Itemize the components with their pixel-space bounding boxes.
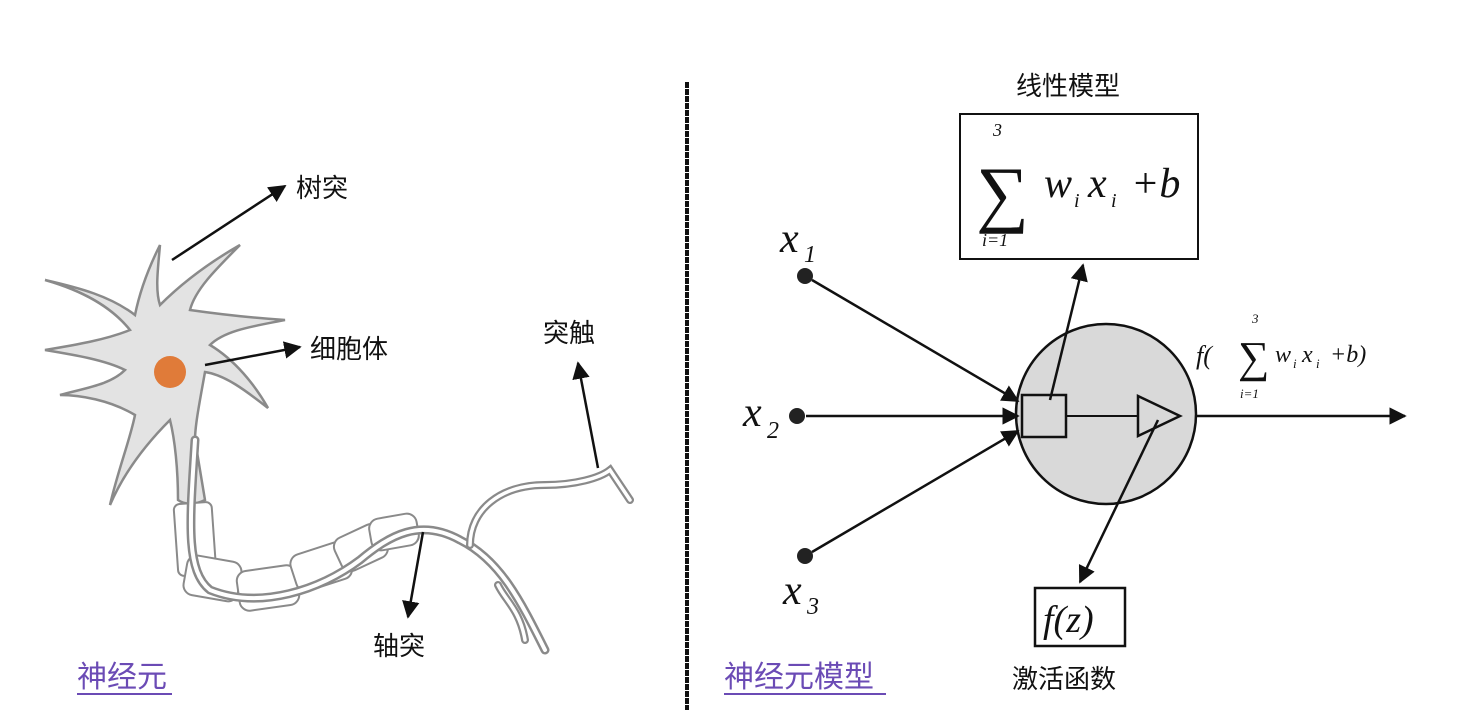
svg-text:3: 3 <box>1251 311 1259 326</box>
model-caption: 神经元模型 <box>724 660 874 695</box>
svg-text:i: i <box>1074 190 1080 212</box>
svg-text:i=1: i=1 <box>982 230 1008 250</box>
svg-text:i: i <box>1293 356 1297 371</box>
activation-formula: f(z) <box>1043 599 1094 641</box>
neuron-caption: 神经元 <box>77 660 167 695</box>
input-node-3 <box>797 548 813 564</box>
svg-text:x: x <box>742 390 762 436</box>
axon-terminals <box>466 464 634 644</box>
svg-text:1: 1 <box>804 242 816 268</box>
input-arrow-3 <box>811 429 1020 554</box>
sum-formula: 3 ∑ i=1 w i x i +b <box>976 120 1180 250</box>
cell-body-arrow <box>204 341 302 367</box>
svg-text:w: w <box>1275 342 1291 368</box>
svg-text:i=1: i=1 <box>1240 386 1259 401</box>
input-arrow-1 <box>811 278 1020 403</box>
input-label-2: x 2 <box>742 390 779 444</box>
input-label-3: x 3 <box>782 568 819 620</box>
activation-label: 激活函数 <box>1012 665 1116 695</box>
svg-text:x: x <box>782 568 802 614</box>
input-label-1: x 1 <box>779 216 816 268</box>
activation-box <box>1033 586 1127 648</box>
svg-text:x: x <box>1301 342 1313 368</box>
svg-text:+b: +b <box>1131 161 1180 207</box>
cell-body-label: 细胞体 <box>310 335 388 365</box>
input-node-2 <box>789 408 805 424</box>
neuron-model: 线性模型 3 ∑ i=1 w i x i +b x 1 x <box>724 72 1407 695</box>
svg-text:2: 2 <box>767 418 779 444</box>
linear-model-box <box>959 113 1199 260</box>
output-formula: f( 3 ∑ i=1 w i x i +b) <box>1196 311 1366 401</box>
linear-model-arrow <box>1048 263 1088 401</box>
nucleus <box>154 356 186 388</box>
input-node-1 <box>797 268 813 284</box>
axon-label: 轴突 <box>373 632 425 662</box>
svg-text:x: x <box>1087 161 1107 207</box>
biological-neuron: 树突 细胞体 突触 轴突 神经元 <box>44 174 634 695</box>
dendrite-label: 树突 <box>296 174 348 204</box>
activation-arrow <box>1078 419 1160 584</box>
svg-text:x: x <box>779 216 799 262</box>
svg-text:i: i <box>1111 190 1117 212</box>
synapse-label: 突触 <box>543 319 595 349</box>
axon-arrow <box>402 531 425 619</box>
svg-text:+b): +b) <box>1330 342 1366 368</box>
svg-text:i: i <box>1316 356 1320 371</box>
svg-text:f(: f( <box>1196 341 1213 370</box>
svg-text:∑: ∑ <box>1238 333 1269 382</box>
svg-text:w: w <box>1044 161 1072 207</box>
synapse-arrow <box>572 361 600 469</box>
svg-text:3: 3 <box>992 120 1002 140</box>
sigma-symbol: ∑ <box>976 153 1029 235</box>
linear-model-label: 线性模型 <box>1016 72 1120 102</box>
svg-text:3: 3 <box>806 594 819 620</box>
neuron-node <box>1014 322 1198 506</box>
dendrite-arrow <box>171 184 287 262</box>
